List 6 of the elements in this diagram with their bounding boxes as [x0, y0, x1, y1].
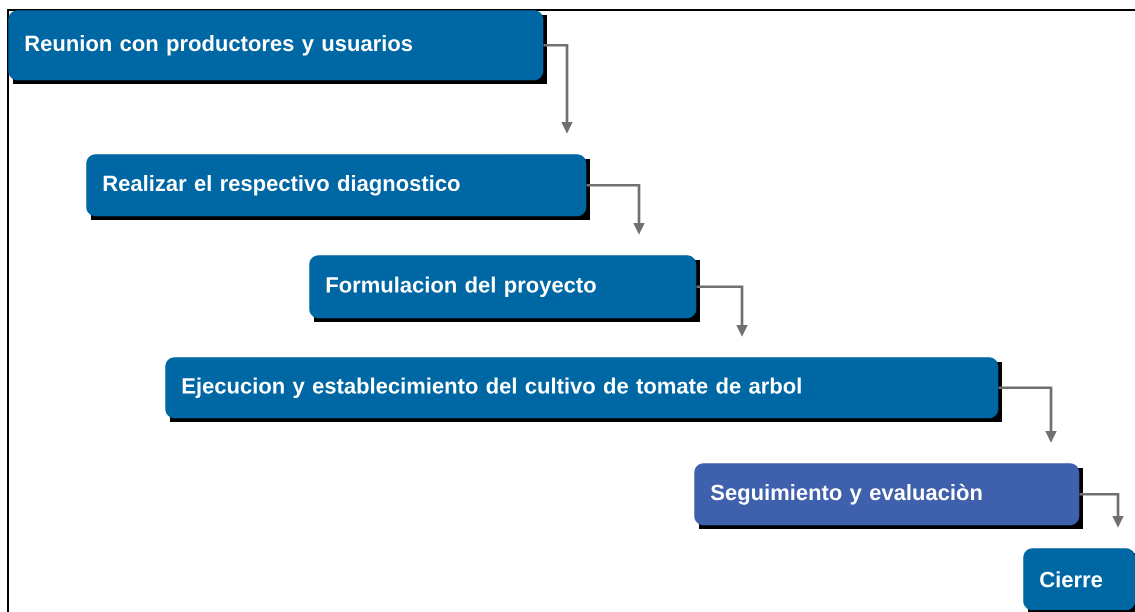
process-box: Realizar el respectivo diagnostico — [86, 154, 590, 220]
process-box: Formulacion del proyecto — [309, 255, 700, 322]
process-box: Reunion con productores y usuarios — [8, 10, 547, 84]
process-box: Seguimiento y evaluaciòn — [694, 463, 1083, 529]
process-box: Cierre — [1023, 548, 1135, 612]
process-box: Ejecucion y establecimiento del cultivo de tomate de arbol — [165, 357, 1002, 422]
